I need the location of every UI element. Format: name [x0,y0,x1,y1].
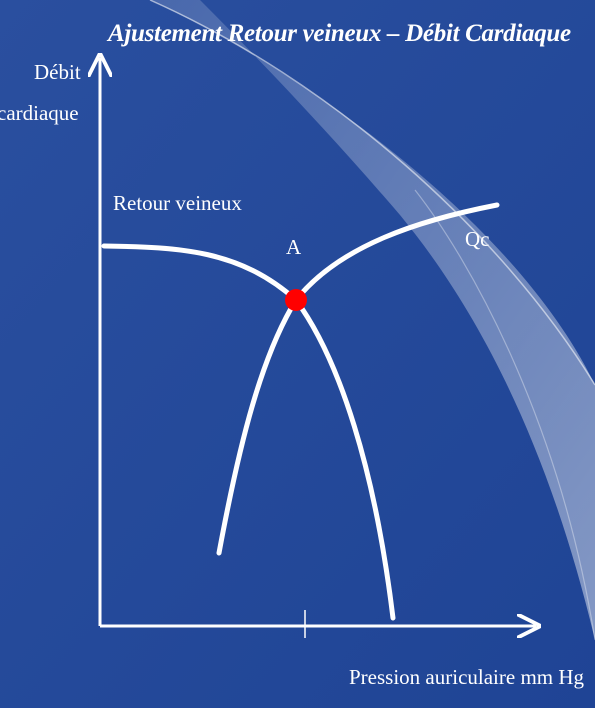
equilibrium-point-a [285,289,307,311]
venous-return-curve [101,243,396,621]
x-axis-label: Pression auriculaire mm Hg [349,665,585,689]
venous-return-label: Retour veineux [113,191,242,215]
swoosh-outline [149,0,595,386]
cardiac-output-label: Qc [465,227,490,251]
y-axis-label-line2: cardiaque [0,101,79,125]
swoosh-inner-line [414,189,595,641]
decorative-swoosh [150,0,595,640]
slide-title: Ajustement Retour veineux – Débit Cardia… [108,20,571,47]
point-a-label: A [286,235,302,259]
y-axis-label-line1: Débit [34,60,81,84]
